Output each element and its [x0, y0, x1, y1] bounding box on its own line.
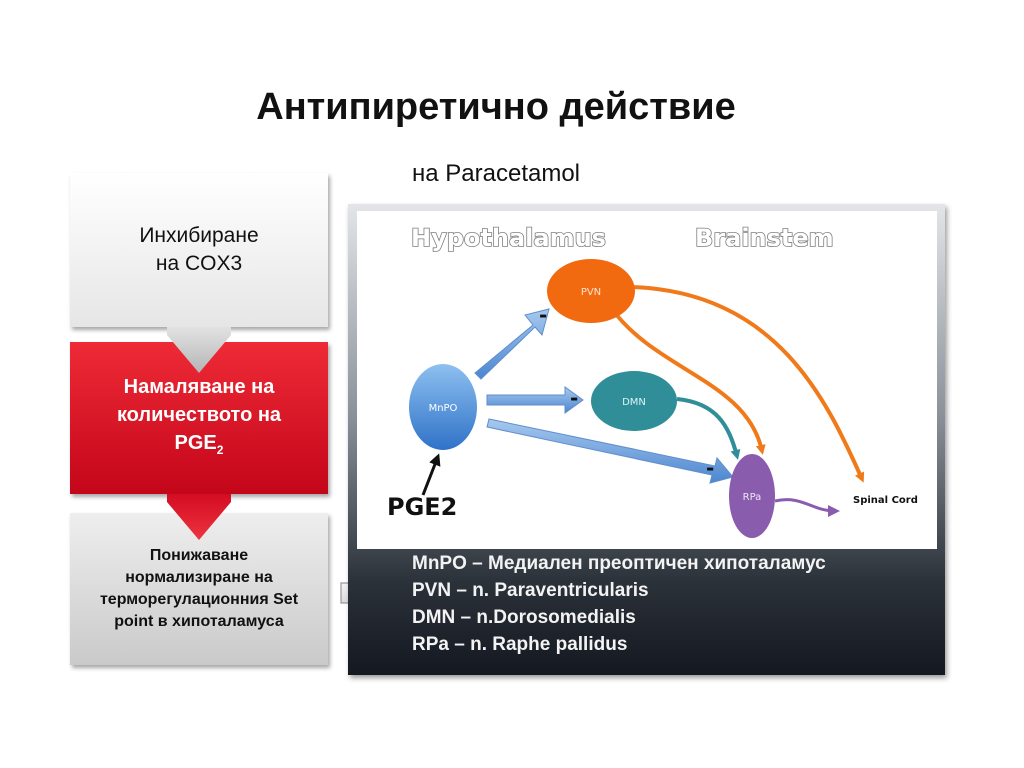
chevron-down-icon: [167, 494, 231, 540]
abbreviation-legend: MnPO – Медиален преоптичен хипоталамус P…: [412, 550, 826, 658]
mnpo-to-dmn-arrow: [486, 386, 584, 414]
step1-line1: Инхибиране: [139, 224, 259, 247]
legend-item-pvn: PVN – n. Paraventricularis: [412, 580, 649, 601]
chevron-down-icon: [167, 327, 231, 373]
step3-line3: терморегулационния Set: [99, 591, 299, 608]
inhibit-sign-dmn: -: [570, 386, 578, 410]
pvn-to-spinal-cord-arrow: [629, 285, 865, 483]
dmn-label: DMN: [622, 397, 646, 408]
thermoregulation-diagram: Hypothalamus Brainstem PVN DMN MnPO RPa …: [387, 223, 918, 538]
mnpo-node: [409, 364, 477, 450]
pge-text: PGE: [174, 431, 217, 454]
diagram-area: Hypothalamus Brainstem PVN DMN MnPO RPa …: [357, 211, 937, 549]
hypothalamus-label: Hypothalamus: [411, 224, 606, 252]
legend-item-rpa: RPa – n. Raphe pallidus: [412, 634, 628, 655]
legend-item-dmn: DMN – n.Dorosomedialis: [412, 607, 636, 628]
spinal-cord-label: Spinal Cord: [853, 495, 918, 506]
rpa-node: [729, 454, 775, 538]
mnpo-label: MnPO: [429, 403, 458, 414]
step3-line2: нормализиране на: [125, 569, 273, 586]
step2-line3: PGE2: [117, 429, 281, 464]
dmn-node: [591, 371, 677, 431]
inhibit-sign-rpa: -: [706, 456, 714, 480]
dmn-to-rpa-arrow: [676, 397, 741, 460]
step2-line1: Намаляване на: [123, 375, 275, 398]
brainstem-label: Brainstem: [695, 224, 834, 252]
mnpo-to-rpa-arrow: [486, 418, 734, 484]
pge-subscript: 2: [216, 442, 224, 457]
pvn-node: [547, 259, 635, 323]
page-subtitle: на Paracetamol: [412, 160, 580, 187]
inhibit-sign-pvn: -: [539, 303, 547, 327]
mnpo-to-pvn-arrow: [474, 308, 550, 380]
pvn-to-rpa-arrow: [610, 307, 766, 455]
step3-line4: point в хипоталамуса: [114, 613, 284, 630]
pge2-label: PGE2: [387, 493, 457, 521]
step-cox3-inhibition: Инхибиране на COX3: [70, 173, 328, 327]
rpa-to-spinal-cord-arrow: [774, 498, 840, 517]
legend-item-mnpo: MnPO – Медиален преоптичен хипоталамус: [412, 553, 826, 574]
pge2-arrow: [421, 453, 441, 496]
pvn-label: PVN: [581, 287, 601, 298]
page-title: Антипиретично действие: [256, 86, 736, 128]
step3-line1: Понижаване: [149, 547, 249, 564]
rpa-label: RPa: [743, 492, 762, 503]
step-set-point-lowering: Понижаване нормализиране на терморегулац…: [70, 513, 328, 665]
step2-line2: количеството на: [116, 403, 282, 426]
step1-line2: на COX3: [155, 252, 243, 275]
